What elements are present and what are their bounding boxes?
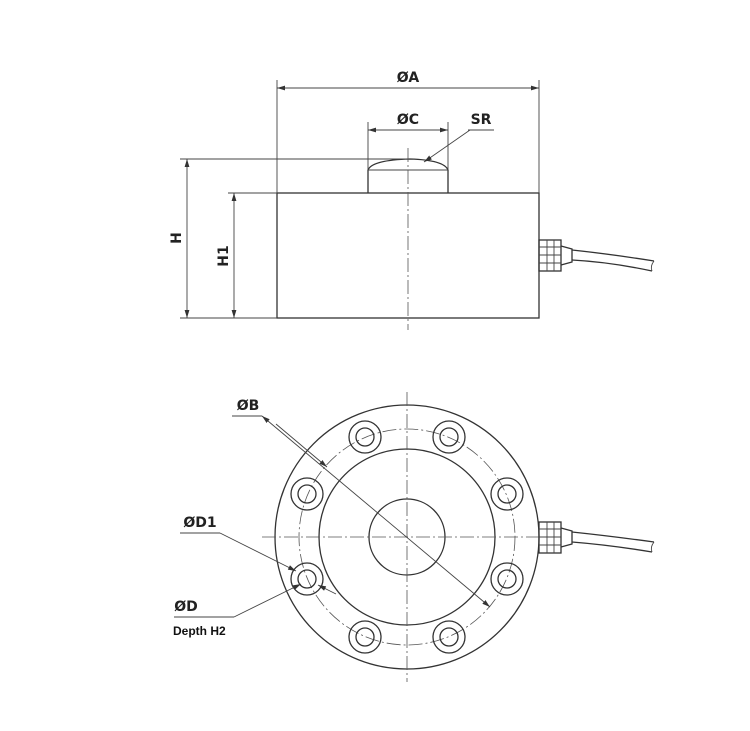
- label-diameter-b: ØB: [237, 398, 260, 414]
- side-cable-gland: [538, 239, 573, 272]
- label-diameter-d1: ØD1: [183, 515, 216, 531]
- label-height-h1: H1: [216, 245, 232, 266]
- diameter-b-leader: [261, 415, 491, 608]
- body-outline: [276, 192, 540, 319]
- mounting-hole: [490, 477, 524, 511]
- label-height-h: H: [169, 232, 185, 244]
- sr-leader: [423, 129, 471, 163]
- mounting-hole: [490, 562, 524, 596]
- label-sphere-radius: SR: [471, 112, 492, 128]
- label-diameter-a: ØA: [397, 70, 420, 86]
- side-cable: [571, 249, 655, 262]
- mounting-hole: [348, 620, 382, 654]
- mounting-hole: [432, 620, 466, 654]
- label-diameter-c: ØC: [397, 112, 419, 128]
- top-cable-gland: [538, 521, 573, 554]
- mounting-hole: [348, 420, 382, 454]
- label-depth: Depth H2: [173, 624, 226, 638]
- side-view: ØA ØC SR H H1: [169, 70, 655, 330]
- loading-button: [367, 158, 449, 193]
- mounting-hole: [290, 562, 324, 596]
- mounting-hole: [432, 420, 466, 454]
- diameter-d-leader: [233, 583, 302, 618]
- top-view: ØB ØD1 ØD Depth H2: [173, 392, 655, 682]
- diameter-d1-leader: [219, 532, 297, 572]
- label-diameter-d: ØD: [174, 599, 198, 615]
- top-cable: [571, 531, 655, 543]
- mounting-hole: [290, 477, 324, 511]
